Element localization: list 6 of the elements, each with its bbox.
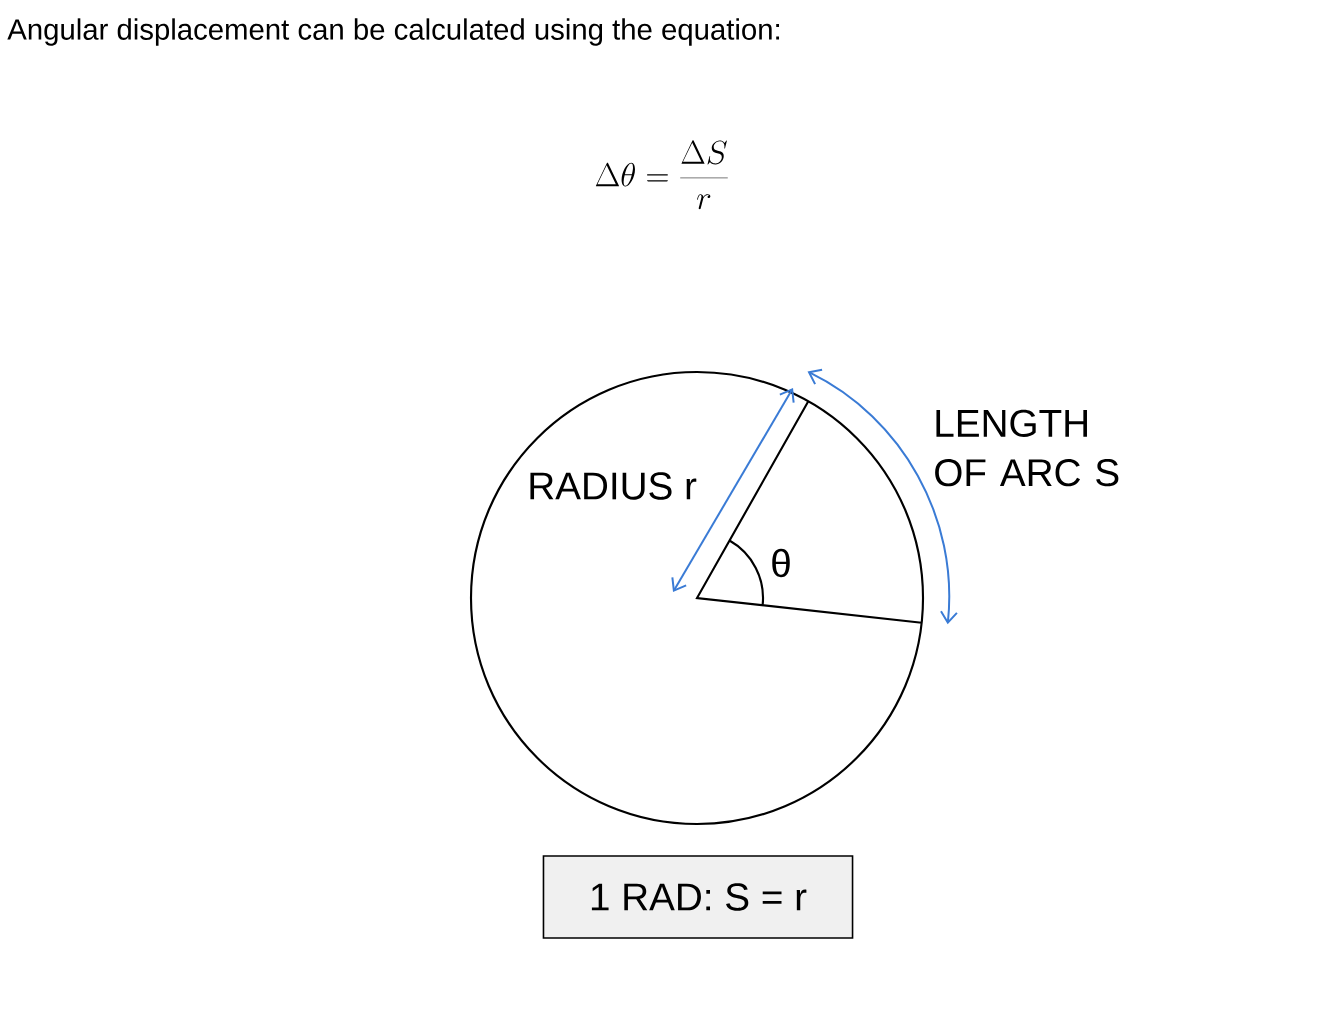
equation: $\Delta\theta = \frac{\Delta S}{r}$ [595, 140, 728, 210]
definition-box: 1 RAD: S = r [542, 855, 854, 939]
radius-label: RADIUS r [530, 472, 697, 500]
heading: Angular displacement can be calculated using the equation: [7, 18, 779, 46]
angle-label: θ [772, 548, 790, 578]
arc-length-label: LENGTH OF ARC S [935, 409, 1119, 487]
